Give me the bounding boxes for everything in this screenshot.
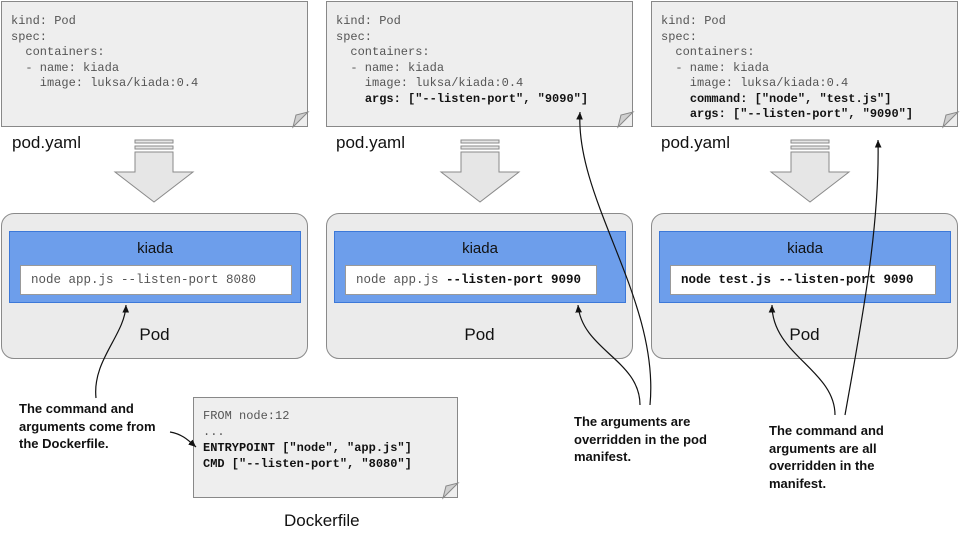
manifest-line: spec: <box>336 29 373 44</box>
note-fold-dockerfile <box>442 482 460 500</box>
manifest-args-line: args: ["--listen-port", "9090"] <box>336 92 588 108</box>
manifest-command-key: command <box>689 91 741 106</box>
manifest-line: - name: kiada <box>336 60 445 75</box>
manifest-args-key: args <box>689 107 719 121</box>
connector-caption3-to-manifest3 <box>844 139 882 416</box>
manifest-line: - name: kiada <box>661 60 770 75</box>
manifest-line: image: luksa/kiada:0.4 <box>336 76 524 90</box>
manifest-args-value: : ["--listen-port", "9090"] <box>393 91 589 106</box>
connector-caption1-to-dockerfile <box>169 431 197 448</box>
file-label-pod-yaml-1: pod.yaml <box>12 133 81 152</box>
caption-line: The command and <box>19 401 134 416</box>
manifest-line: spec: <box>11 29 48 44</box>
pod-label: Pod <box>464 325 495 344</box>
manifest-line: spec: <box>661 29 698 44</box>
manifest-line: containers: <box>336 45 430 59</box>
container-command-bold: --listen-port 9090 <box>446 273 582 287</box>
container-command-3: node test.js --listen-port 9090 <box>670 265 936 295</box>
file-label-pod-yaml-3: pod.yaml <box>661 133 730 152</box>
pod-label: Pod <box>139 325 170 344</box>
dockerfile-code: FROM node:12... ENTRYPOINT ["node", "app.… <box>203 408 412 472</box>
dockerfile-line-ellipsis: ... <box>203 425 225 439</box>
connector-caption1-to-pod1 <box>95 304 130 399</box>
manifest-line: image: luksa/kiada:0.4 <box>661 76 849 90</box>
note-fold-3 <box>942 111 960 129</box>
caption-line: the Dockerfile. <box>19 436 109 451</box>
manifest-line: kind: Pod <box>336 14 401 28</box>
container-command-plain: node app.js <box>356 273 447 287</box>
note-fold-1 <box>292 111 310 129</box>
caption-line: overridden in the pod <box>574 431 707 447</box>
caption-line: arguments are all <box>769 440 877 456</box>
file-label-pod-yaml-2: pod.yaml <box>336 133 405 152</box>
manifest-line: image: luksa/kiada:0.4 <box>11 76 199 90</box>
container-command-2: node app.js --listen-port 9090 <box>345 265 597 295</box>
manifest-line: containers: <box>661 45 755 59</box>
caption-line: overridden in the <box>769 458 875 473</box>
caption-line: The arguments are <box>574 414 691 429</box>
dockerfile-line-cmd: CMD ["--listen-port", "8080"] <box>203 457 412 471</box>
caption-args-overridden: The arguments are overridden in the pod … <box>574 413 707 466</box>
down-arrow-2 <box>439 139 521 203</box>
caption-line: The command and <box>769 423 884 438</box>
pod-label: Pod <box>789 325 820 344</box>
manifest-args-line: args: ["--listen-port", "9090"] <box>661 107 913 123</box>
file-label-dockerfile: Dockerfile <box>284 511 360 530</box>
manifest-line: - name: kiada <box>11 60 120 75</box>
manifest-command-value: : ["node", "test.js"] <box>740 91 892 106</box>
container-name: kiada <box>137 240 173 257</box>
dockerfile-line-entrypoint: ENTRYPOINT ["node", "app.js"] <box>203 441 412 455</box>
container-command-plain: node app.js --listen-port 8080 <box>31 273 257 287</box>
dockerfile-note: FROM node:12... ENTRYPOINT ["node", "app.… <box>193 397 458 498</box>
pod-box-2: kiada node app.js --listen-port 9090 Pod <box>326 213 633 359</box>
down-arrow-3 <box>769 139 851 203</box>
container-command-1: node app.js --listen-port 8080 <box>20 265 292 295</box>
pod-box-1: kiada node app.js --listen-port 8080 Pod <box>1 213 308 359</box>
caption-from-dockerfile: The command and arguments come from the … <box>19 400 156 453</box>
note-fold-2 <box>617 111 635 129</box>
caption-line: arguments come from <box>19 418 156 434</box>
caption-all-overridden: The command and arguments are all overri… <box>769 422 884 492</box>
connector-caption2-to-pod2 <box>575 304 641 406</box>
container-box-3: kiada node test.js --listen-port 9090 <box>659 231 951 303</box>
container-name: kiada <box>462 240 498 257</box>
connector-caption2-to-manifest2 <box>576 111 652 406</box>
caption-line: manifest. <box>574 449 632 464</box>
down-arrow-1 <box>113 139 195 203</box>
pod-box-3: kiada node test.js --listen-port 9090 Po… <box>651 213 958 359</box>
dockerfile-line-from: FROM node:12 <box>203 409 290 423</box>
manifest-line: containers: <box>11 45 105 59</box>
container-name: kiada <box>787 240 823 257</box>
container-command-bold: node test.js --listen-port 9090 <box>681 273 914 287</box>
manifest-line: kind: Pod <box>11 14 76 28</box>
connector-caption3-to-pod3 <box>768 304 836 416</box>
manifest-line: kind: Pod <box>661 14 726 28</box>
container-box-2: kiada node app.js --listen-port 9090 <box>334 231 626 303</box>
caption-line: manifest. <box>769 475 827 491</box>
manifest-args-key: args <box>364 91 394 106</box>
manifest-command-line: command: ["node", "test.js"] <box>661 92 913 108</box>
container-box-1: kiada node app.js --listen-port 8080 <box>9 231 301 303</box>
manifest-args-value: : ["--listen-port", "9090"] <box>718 107 914 121</box>
